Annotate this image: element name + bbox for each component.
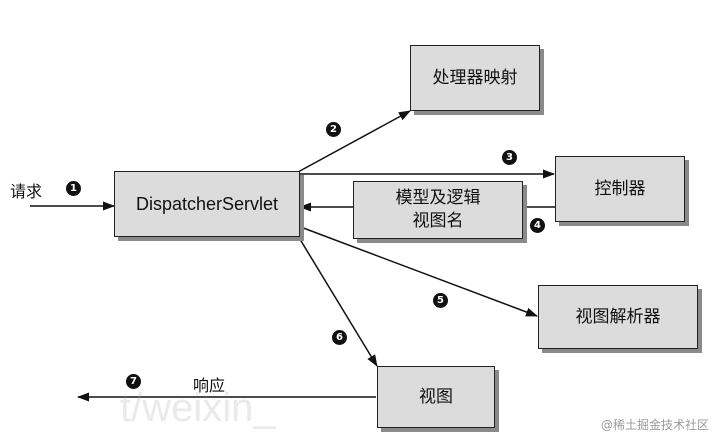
- model-view-name-label: 模型及逻辑 视图名: [395, 188, 481, 231]
- site-watermark: @稀土掘金技术社区: [600, 418, 709, 432]
- response-label: 响应: [193, 376, 226, 395]
- step-3-marker: 3: [502, 150, 517, 165]
- step-4-marker: 4: [530, 218, 545, 233]
- controller-box: 控制器: [555, 156, 685, 222]
- url-watermark: t/weixin_: [120, 386, 276, 430]
- model-view-name-box: 模型及逻辑 视图名: [353, 181, 523, 239]
- request-label: 请求: [10, 182, 43, 201]
- dispatcher-servlet-label: DispatcherServlet: [135, 193, 279, 214]
- dispatcher-servlet-box: DispatcherServlet: [114, 171, 300, 237]
- step-2-marker: 2: [326, 122, 341, 137]
- controller-label: 控制器: [594, 178, 646, 199]
- step-1-marker: 1: [66, 181, 81, 196]
- view-label: 视图: [419, 386, 453, 407]
- arrow-to-view: [297, 235, 378, 367]
- step-6-marker: 6: [332, 330, 347, 345]
- arrow-to-view-resolver: [297, 225, 538, 317]
- step-5-marker: 5: [433, 293, 448, 308]
- view-resolver-label: 视图解析器: [575, 306, 661, 327]
- arrow-to-handler-mapping: [297, 110, 411, 173]
- handler-mapping-box: 处理器映射: [410, 45, 540, 111]
- view-box: 视图: [377, 366, 495, 428]
- view-resolver-box: 视图解析器: [538, 285, 698, 349]
- step-7-marker: 7: [126, 374, 141, 389]
- handler-mapping-label: 处理器映射: [432, 67, 518, 88]
